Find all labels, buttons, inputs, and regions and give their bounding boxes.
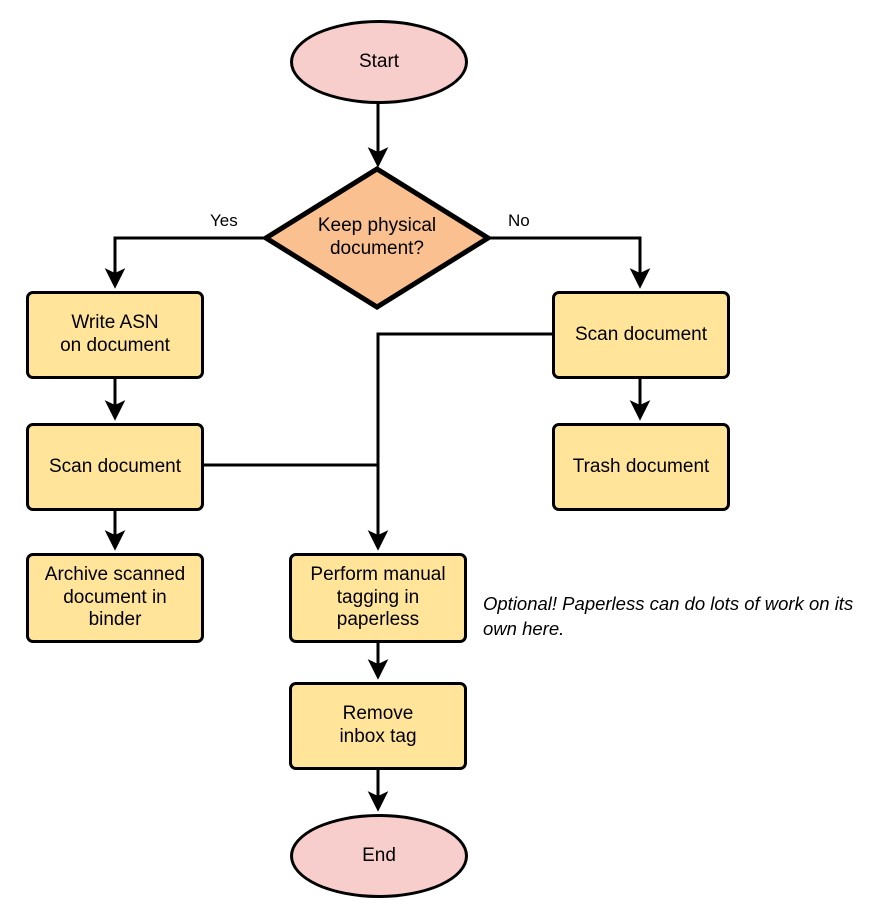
node-trash-document-label: Trash document [572,455,710,477]
node-scan-document-right[interactable]: Scan document [552,291,730,379]
node-end[interactable]: End [290,814,468,898]
node-start-label: Start [358,50,400,72]
node-archive-scanned-document-label: Archive scanned document in binder [44,563,186,631]
node-scan-document-left-label: Scan document [48,455,182,477]
node-end-label: End [362,844,396,866]
node-perform-manual-tagging-label: Perform manual tagging in paperless [310,563,446,631]
node-scan-document-left[interactable]: Scan document [26,423,204,511]
node-write-asn-label: Write ASN on document [60,312,170,356]
annotation-optional-note: Optional! Paperless can do lots of work … [483,593,854,639]
node-trash-document[interactable]: Trash document [552,423,730,511]
node-remove-inbox-tag[interactable]: Remove inbox tag [289,682,467,770]
node-keep-physical-document-label: Keep physical document? [317,215,437,259]
node-keep-physical-document[interactable]: Keep physical document? [263,166,491,310]
node-remove-inbox-tag-label: Remove inbox tag [339,703,417,747]
node-start[interactable]: Start [290,20,468,104]
edge-yes-to-write-asn [104,236,265,289]
node-archive-scanned-document[interactable]: Archive scanned document in binder [26,553,204,643]
node-scan-document-right-label: Scan document [574,323,708,345]
node-perform-manual-tagging[interactable]: Perform manual tagging in paperless [289,553,467,643]
edge-scan-right-to-manual-tagging [367,332,552,551]
node-write-asn[interactable]: Write ASN on document [26,291,204,379]
edge-no-to-scan-right [490,236,651,289]
edge-label-no: No [508,211,530,230]
edge-label-yes: Yes [210,211,238,230]
diamond-shape [263,166,491,310]
